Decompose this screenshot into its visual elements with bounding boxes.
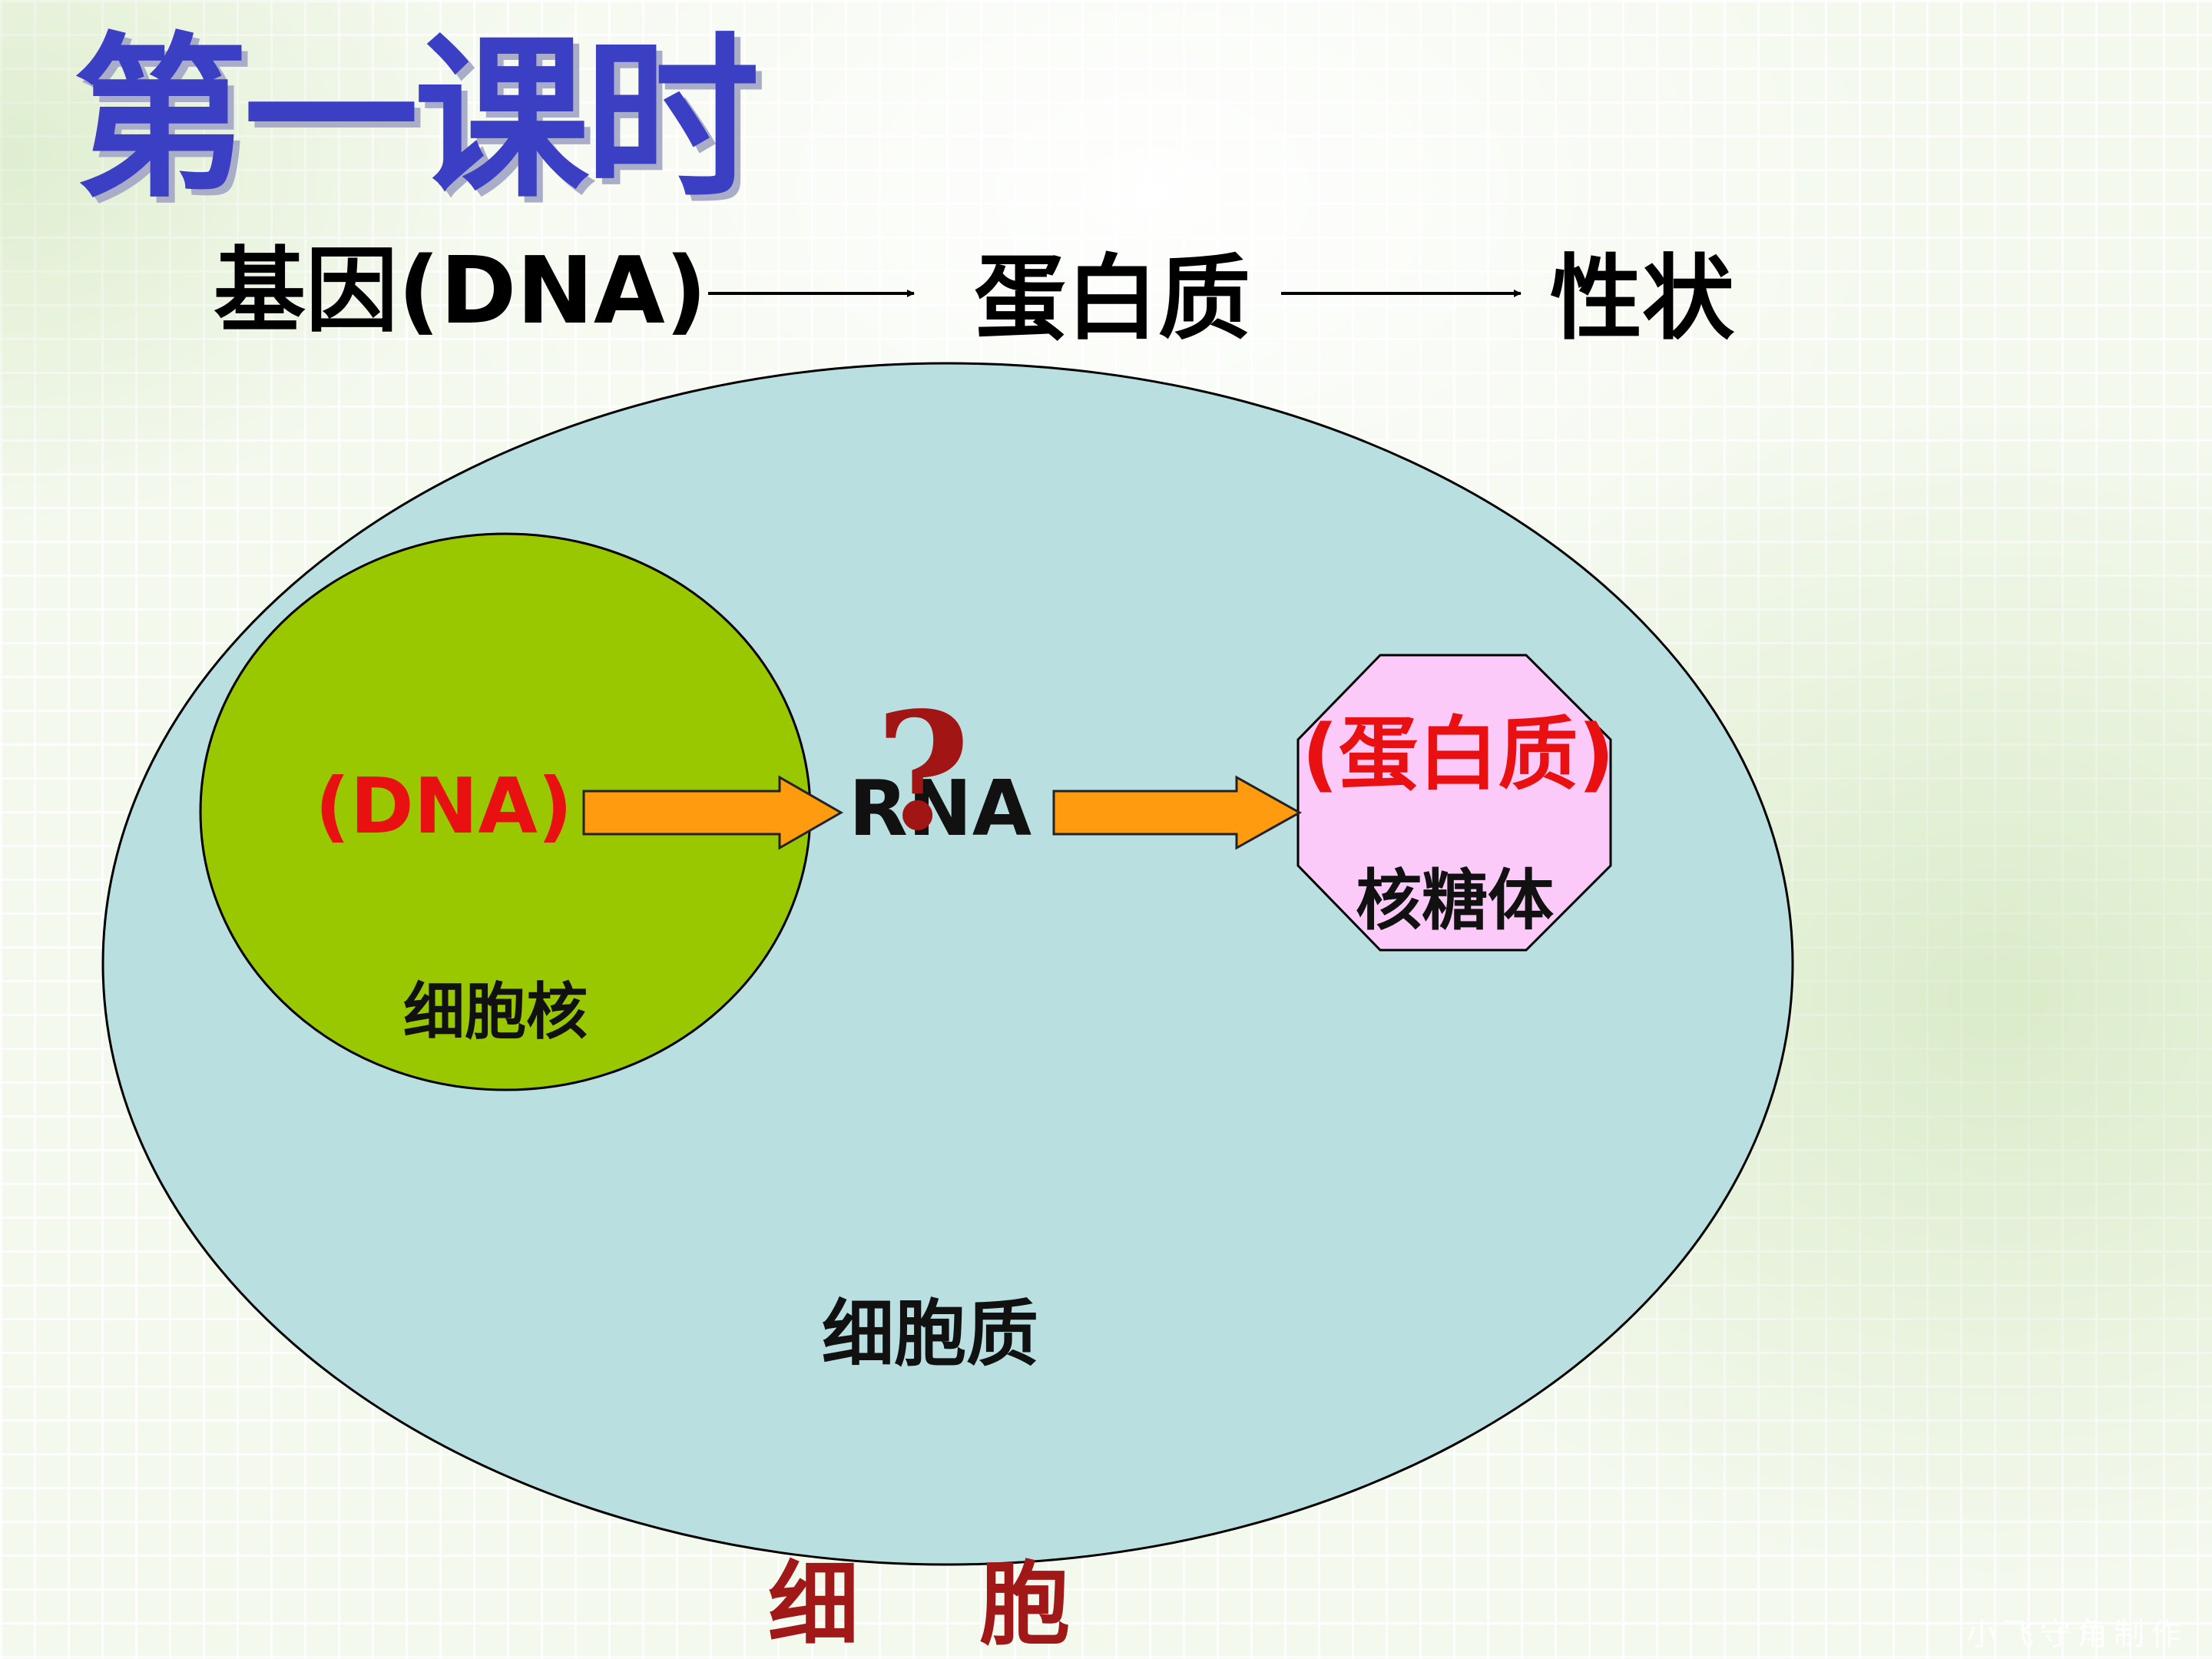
nucleus-label: 细胞核 — [403, 975, 588, 1048]
slide-title: 第一课时 — [73, 15, 760, 221]
protein-label: (蛋白质) — [1302, 707, 1615, 801]
watermark-text: 小飞守角制作 — [1966, 1617, 2187, 1652]
ribosome-label: 核糖体 — [1356, 862, 1554, 939]
dna-label: (DNA) — [315, 761, 573, 851]
ribosome-octagon — [1296, 654, 1612, 952]
flow-protein-label: 蛋白质 — [974, 246, 1250, 353]
question-mark-icon: ? — [876, 677, 971, 866]
arrow-rna-to-protein — [1052, 775, 1303, 850]
flow-trait-label: 性状 — [1550, 246, 1734, 353]
rna-label: RNA — [849, 763, 1032, 853]
cell-caption-left: 细 — [768, 1551, 859, 1657]
arrow-dna-to-rna — [582, 775, 844, 850]
cell-caption-right: 胞 — [979, 1551, 1071, 1657]
flow-gene-label: 基因(DNA) — [214, 238, 707, 345]
cytoplasm-label: 细胞质 — [822, 1292, 1039, 1376]
